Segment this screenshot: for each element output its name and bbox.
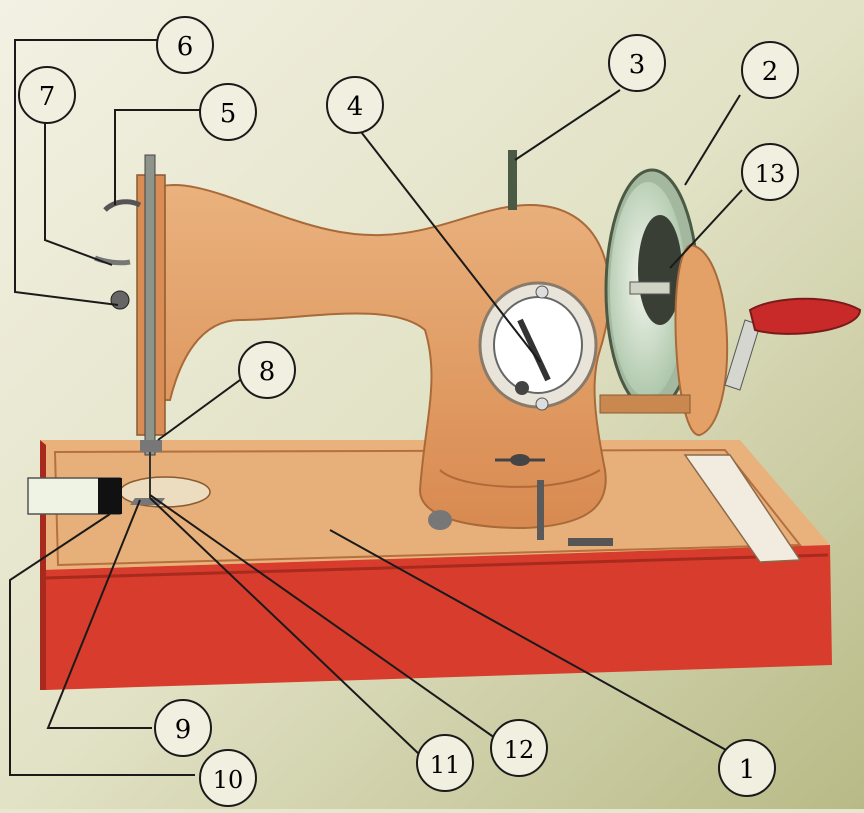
callout-11-label: 11 — [430, 751, 461, 779]
callout-9-label: 9 — [175, 715, 192, 745]
callout-2-label: 2 — [762, 57, 779, 87]
tension-regulator — [111, 291, 129, 309]
callout-11: 11 — [417, 735, 473, 791]
callout-7-label: 7 — [39, 82, 56, 112]
callout-6-label: 6 — [177, 32, 194, 62]
callout-2: 2 — [742, 42, 798, 98]
presser-lever-pin — [537, 480, 544, 540]
callout-8-label: 8 — [259, 357, 276, 387]
callout-1-label: 1 — [739, 755, 756, 785]
callout-3: 3 — [609, 35, 665, 91]
front-cover-window — [480, 283, 596, 410]
sleeve-cover — [28, 478, 122, 514]
callout-13-label: 13 — [755, 160, 786, 188]
callout-10-label: 10 — [213, 766, 244, 794]
thread-guide-knob — [428, 510, 452, 530]
callout-6: 6 — [157, 17, 213, 73]
callout-12: 12 — [491, 720, 547, 776]
callout-4-label: 4 — [347, 92, 364, 122]
callout-7: 7 — [19, 67, 75, 123]
callout-8: 8 — [239, 342, 295, 398]
callout-4: 4 — [327, 77, 383, 133]
callout-1: 1 — [719, 740, 775, 796]
callout-13: 13 — [742, 144, 798, 200]
callout-10: 10 — [200, 750, 256, 806]
callout-9: 9 — [155, 700, 211, 756]
needle-clamp — [140, 440, 162, 452]
bobbin-latch — [568, 538, 613, 546]
callout-5-label: 5 — [220, 99, 237, 129]
callout-12-label: 12 — [504, 736, 535, 764]
callout-3-label: 3 — [629, 50, 646, 80]
callout-5: 5 — [200, 84, 256, 140]
